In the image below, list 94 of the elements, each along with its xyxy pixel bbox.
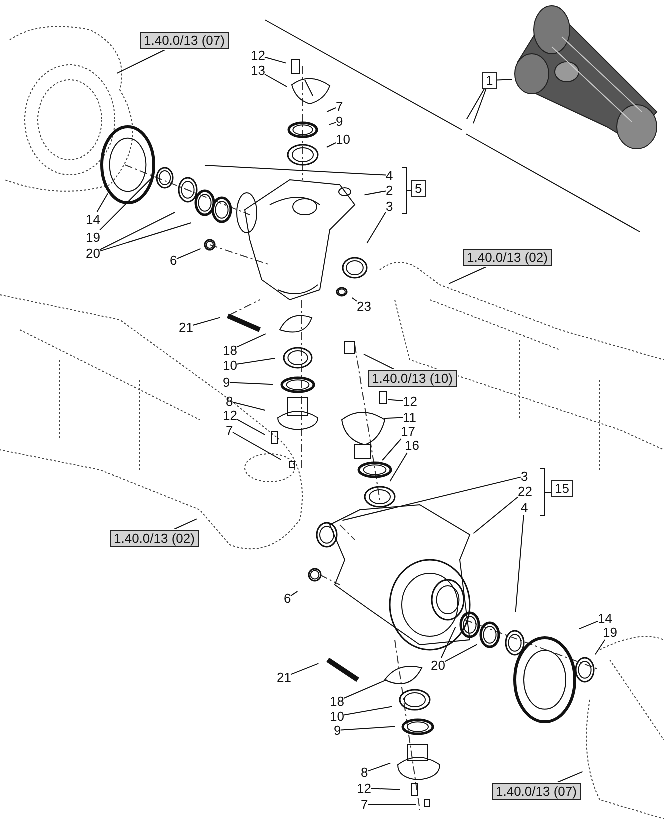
callout-number: 23 [357, 299, 372, 314]
boxed-callout-number: 5 [411, 180, 426, 197]
leader-line [390, 452, 408, 482]
leader-line [364, 190, 386, 196]
leader-line [326, 142, 336, 148]
leader-line [100, 178, 152, 231]
leader-line [556, 771, 584, 784]
callout-number: 18 [330, 694, 344, 709]
leader-line [100, 222, 192, 252]
leader-line [388, 399, 404, 402]
leader-line [192, 317, 221, 326]
leader-line [290, 591, 298, 597]
leader-line [96, 193, 108, 212]
callout-number: 7 [336, 99, 344, 114]
leader-line [116, 48, 168, 74]
leader-line [236, 418, 266, 436]
leader-line [444, 644, 478, 662]
callout-number: 14 [598, 611, 612, 626]
leader-line [364, 354, 396, 370]
callout-number: 10 [336, 132, 350, 147]
callout-number: 16 [405, 438, 420, 453]
callout-number: 8 [226, 394, 234, 409]
leader-line [448, 266, 490, 284]
leader-line [230, 382, 274, 386]
callout-number: 9 [334, 723, 342, 738]
callout-number: 6 [284, 591, 292, 606]
callout-number: 3 [521, 469, 528, 484]
reference-label: 1.40.0/13 (07) [140, 32, 229, 49]
leader-line [232, 432, 282, 460]
callout-number: 12 [357, 781, 372, 796]
callout-number: 22 [518, 484, 532, 499]
leader-line [204, 165, 386, 176]
leader-line [100, 212, 176, 250]
reference-label: 1.40.0/13 (02) [463, 249, 552, 266]
leader-line [236, 334, 266, 348]
leader-line [329, 122, 336, 126]
callout-number: 19 [86, 230, 100, 245]
callout-number: 20 [431, 658, 446, 673]
reference-label: 1.40.0/13 (07) [492, 783, 581, 800]
callout-number: 3 [386, 199, 394, 214]
callout-number: 21 [277, 670, 292, 685]
callout-number: 9 [223, 375, 230, 390]
callout-number: 4 [521, 500, 528, 515]
leader-line [352, 297, 358, 302]
reference-label: 1.40.0/13 (02) [110, 530, 199, 547]
leader-line [326, 108, 336, 112]
leader-line [384, 417, 404, 420]
callout-number: 9 [336, 114, 344, 129]
leader-line [366, 212, 386, 244]
callout-number: 14 [86, 212, 100, 227]
callout-number: 20 [86, 246, 100, 261]
callout-number: 7 [226, 423, 234, 438]
leader-line [290, 663, 320, 676]
leader-line [172, 518, 198, 530]
callout-number: 18 [223, 343, 238, 358]
leader-line [344, 706, 393, 716]
callout-number: 10 [330, 709, 344, 724]
callout-number: 7 [361, 797, 368, 812]
leader-line [368, 804, 416, 806]
leader-line [370, 788, 400, 790]
callout-number: 19 [603, 625, 618, 640]
leader-line [368, 762, 392, 772]
leader-line [264, 56, 287, 64]
leader-line [264, 74, 288, 88]
callout-number: 13 [251, 63, 266, 78]
callout-number: 6 [170, 253, 178, 268]
leader-line [342, 476, 522, 522]
callout-number: 10 [223, 358, 238, 373]
leader-line [473, 496, 518, 534]
reference-label: 1.40.0/13 (10) [368, 370, 457, 387]
callout-number: 12 [251, 48, 266, 63]
leader-line [441, 626, 456, 658]
leader-line [340, 726, 396, 731]
callout-number: 21 [179, 320, 194, 335]
leader-line [232, 402, 266, 411]
boxed-callout-number: 15 [551, 480, 574, 497]
callout-number: 4 [386, 168, 394, 183]
leader-line [595, 640, 606, 656]
callout-number: 8 [361, 765, 368, 780]
leader-line [496, 79, 512, 81]
leader-line [176, 248, 202, 260]
leader-line [344, 680, 388, 699]
leader-line [473, 88, 487, 124]
callout-number: 11 [403, 410, 416, 425]
leader-line [466, 88, 486, 120]
callout-number: 12 [223, 408, 238, 423]
leader-line [515, 514, 524, 612]
leader-line [382, 438, 402, 461]
leader-line [578, 620, 598, 630]
callout-number: 12 [403, 394, 418, 409]
boxed-callout-number: 1 [482, 72, 498, 89]
leader-line [236, 358, 276, 365]
callout-number: 17 [401, 424, 416, 439]
callout-number: 2 [386, 183, 394, 198]
